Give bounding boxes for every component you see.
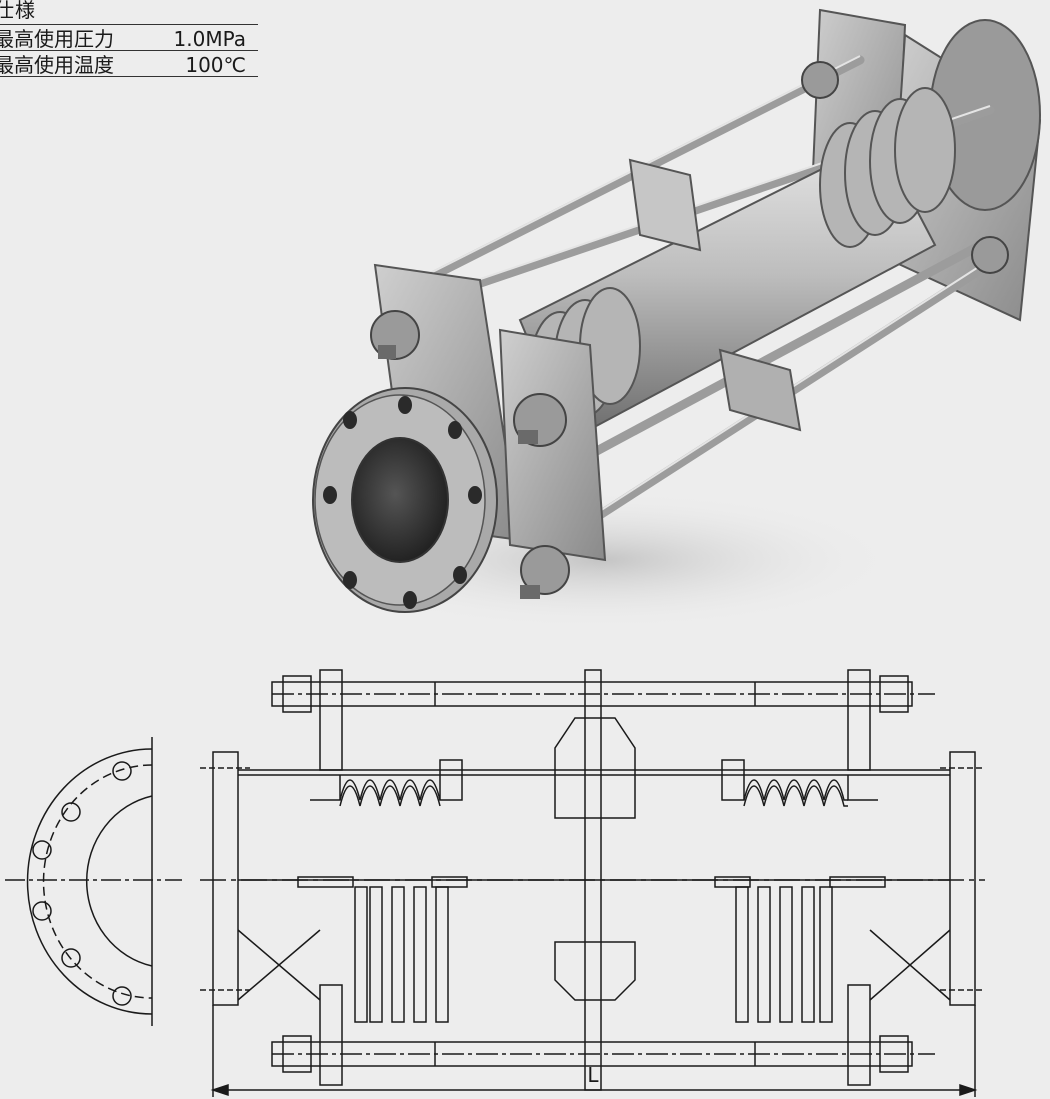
front-flange [312,387,498,613]
spec-label-temperature: 最高使用温度 [0,52,114,77]
left-bellows [297,759,468,1023]
right-bellows [714,759,886,1023]
nuts [370,61,1009,595]
spec-row-temperature: 最高使用温度 100℃ [0,50,258,77]
top-tie-rod [271,669,935,771]
spec-value-pressure: 1.0MPa [173,26,246,51]
spec-value-temperature: 100℃ [185,52,246,77]
spec-table: 仕様 最高使用圧力 1.0MPa 最高使用温度 100℃ [0,0,258,77]
right-flange [949,751,976,1006]
product-photo [300,8,1042,630]
flange-end-view [5,737,182,1026]
bottom-tie-rod [271,984,935,1086]
center-guide [554,669,636,1091]
dimension-label: L [587,1063,599,1087]
left-flange [212,751,239,1006]
dimension-line-L [210,1005,978,1097]
spec-heading: 仕様 [0,0,36,22]
spec-label-pressure: 最高使用圧力 [0,26,114,51]
spec-row-pressure: 最高使用圧力 1.0MPa [0,24,258,50]
